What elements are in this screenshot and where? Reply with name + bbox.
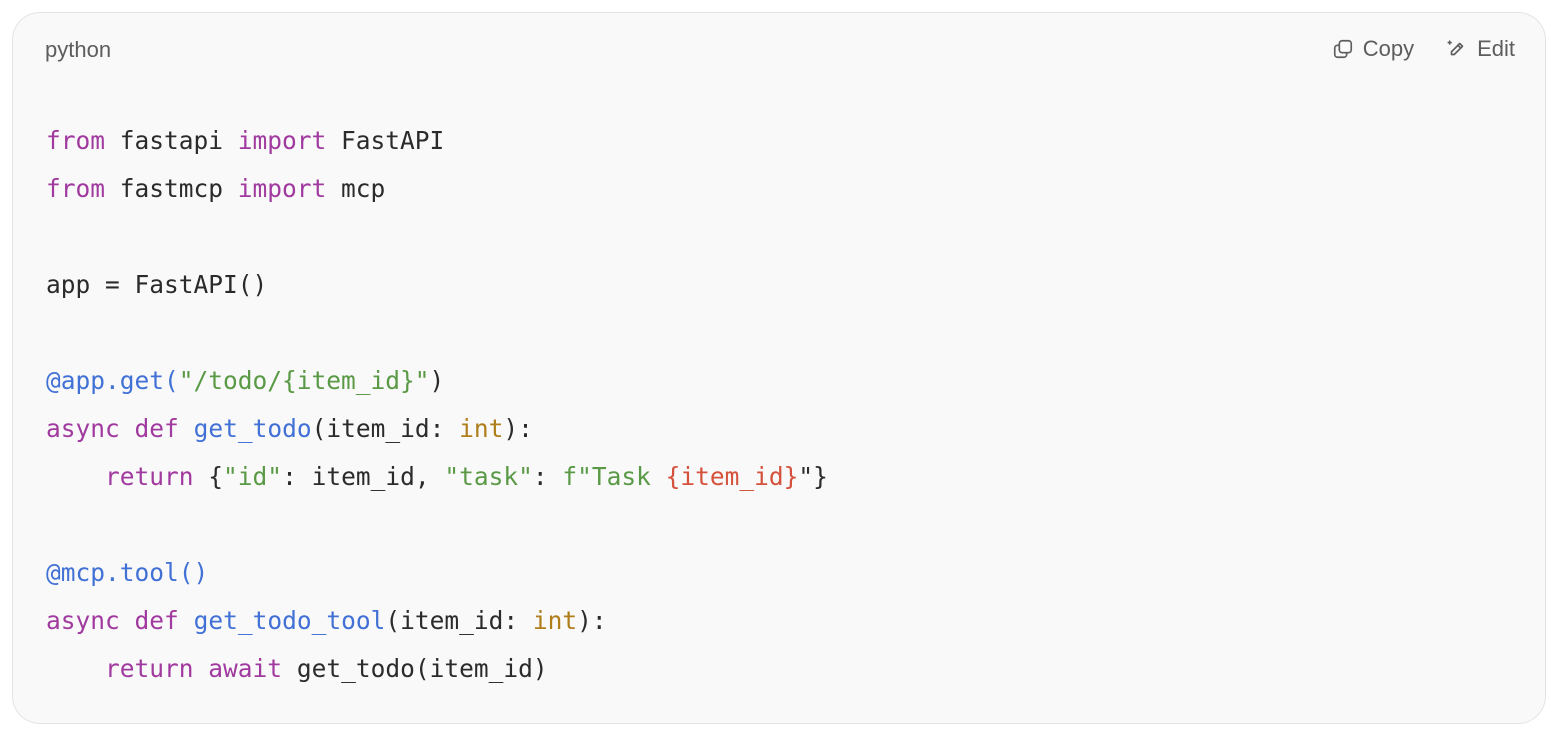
code-token: return bbox=[105, 654, 194, 683]
code-token: ): bbox=[503, 414, 533, 443]
code-token: import bbox=[237, 126, 327, 155]
code-token: FastAPI bbox=[326, 126, 445, 155]
copy-label: Copy bbox=[1362, 36, 1415, 61]
code-token bbox=[179, 414, 194, 443]
code-token: ): bbox=[577, 606, 607, 635]
code-token: int bbox=[459, 414, 504, 443]
code-token: "task" bbox=[444, 462, 533, 491]
code-line: @mcp.tool() bbox=[46, 549, 828, 597]
code-token: fastapi bbox=[105, 126, 238, 155]
code-token: import bbox=[237, 174, 327, 203]
code-token: {item_id} bbox=[665, 462, 799, 491]
code-token: (item_id: bbox=[311, 414, 460, 443]
code-line: return await get_todo(item_id) bbox=[46, 645, 828, 693]
code-token: from bbox=[46, 174, 106, 203]
code-token: get_todo_tool bbox=[193, 606, 386, 635]
code-line: from fastapi import FastAPI bbox=[46, 117, 828, 165]
edit-label: Edit bbox=[1477, 36, 1515, 61]
code-line: app = FastAPI() bbox=[46, 261, 828, 309]
pencil-icon bbox=[1446, 38, 1468, 60]
code-line bbox=[46, 501, 828, 549]
code-token: def bbox=[134, 414, 179, 443]
code-line bbox=[46, 309, 828, 357]
code-token: @mcp.tool() bbox=[46, 558, 209, 587]
code-block-header: python Copy E bbox=[13, 13, 1545, 87]
code-token bbox=[179, 606, 194, 635]
code-token bbox=[46, 462, 105, 491]
code-line: @app.get("/todo/{item_id}") bbox=[46, 357, 828, 405]
language-label: python bbox=[45, 37, 112, 62]
code-token: get_todo bbox=[193, 414, 312, 443]
code-token: "/todo/{item_id}" bbox=[178, 366, 430, 395]
code-token: fastmcp bbox=[105, 174, 238, 203]
code-token bbox=[120, 414, 135, 443]
code-token: ) bbox=[429, 366, 445, 395]
code-token: "} bbox=[798, 462, 828, 491]
code-token: async bbox=[46, 414, 120, 443]
code-token: int bbox=[532, 606, 578, 635]
edit-button[interactable]: Edit bbox=[1446, 33, 1515, 65]
code-token: await bbox=[208, 654, 283, 683]
code-token bbox=[46, 654, 105, 683]
code-token: "id" bbox=[223, 462, 283, 491]
code-token: (item_id: bbox=[385, 606, 533, 635]
code-block: python Copy E bbox=[12, 12, 1546, 724]
code-token: : item_id, bbox=[282, 462, 445, 491]
code-actions: Copy Edit bbox=[1332, 33, 1515, 65]
code-line: from fastmcp import mcp bbox=[46, 165, 828, 213]
code-token: return bbox=[105, 462, 194, 491]
code-token: : bbox=[532, 462, 563, 491]
code-token: from bbox=[46, 126, 106, 155]
copy-icon bbox=[1332, 38, 1354, 60]
code-token: f"Task bbox=[562, 462, 666, 491]
code-line: async def get_todo(item_id: int): bbox=[46, 405, 828, 453]
code-token: @app.get( bbox=[46, 366, 179, 395]
code-token: async bbox=[46, 606, 120, 635]
code-token: get_todo(item_id) bbox=[282, 654, 548, 683]
code-line bbox=[46, 213, 828, 261]
code-token bbox=[194, 654, 209, 683]
code-token: def bbox=[134, 606, 179, 635]
code-token: app = FastAPI() bbox=[46, 270, 268, 299]
code-token: mcp bbox=[326, 174, 386, 203]
code-line: async def get_todo_tool(item_id: int): bbox=[46, 597, 828, 645]
code-token: { bbox=[193, 462, 224, 491]
code-token bbox=[120, 606, 135, 635]
code-line: return {"id": item_id, "task": f"Task {i… bbox=[46, 453, 828, 501]
copy-button[interactable]: Copy bbox=[1332, 33, 1414, 65]
